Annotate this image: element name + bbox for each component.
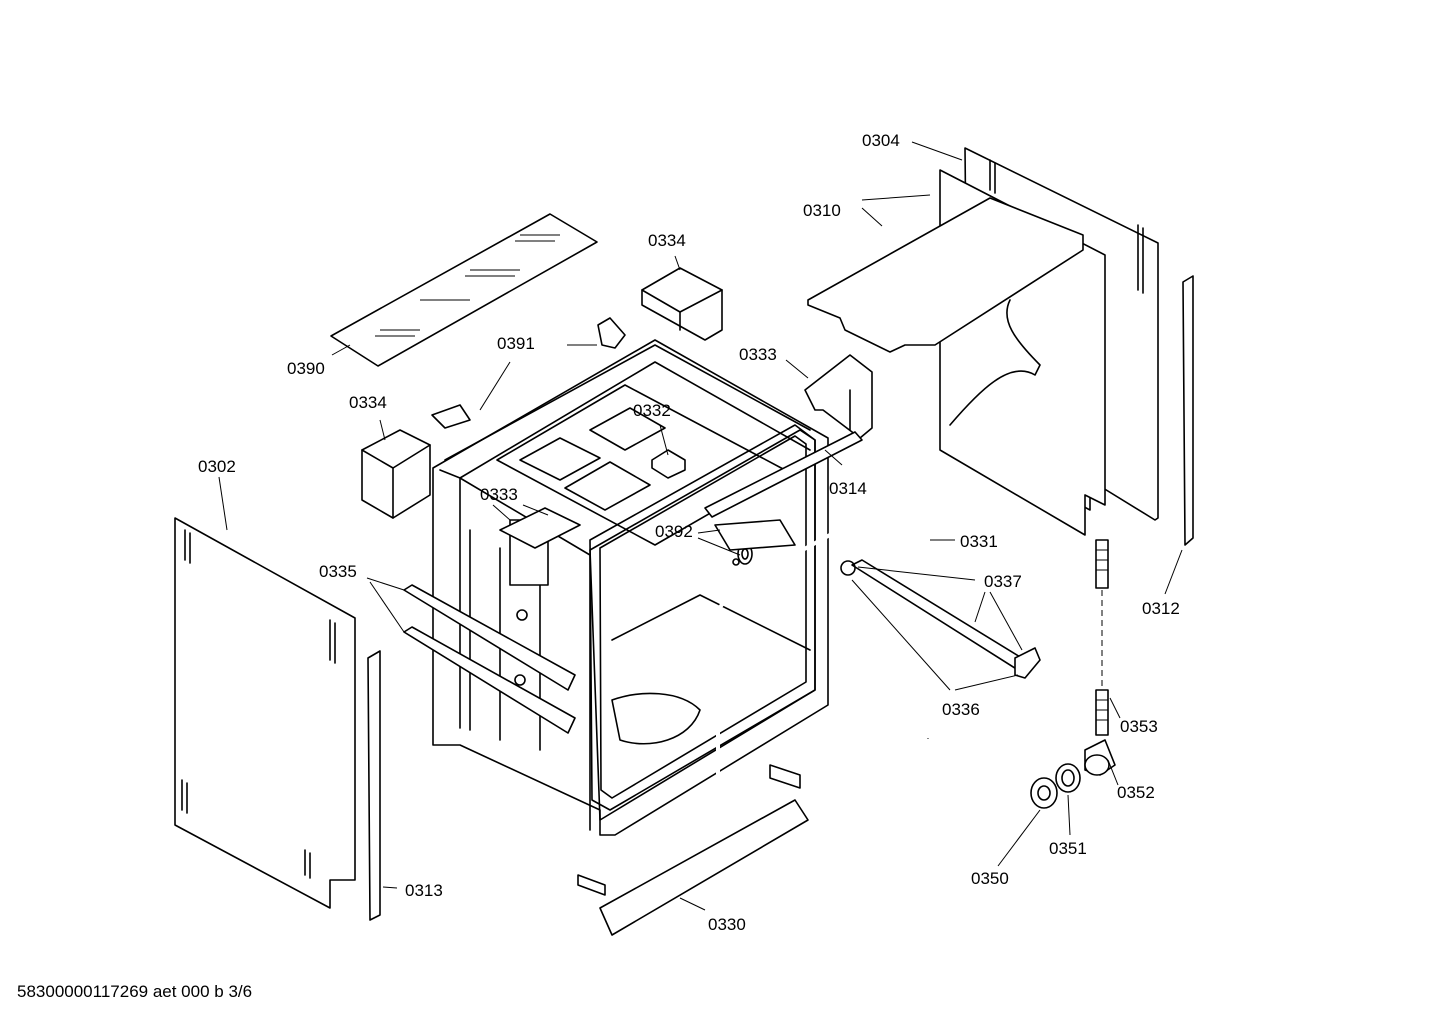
part-0330-kick-plate [577, 764, 809, 936]
part-tub-body [432, 339, 829, 836]
part-0331-hose-loop [716, 489, 931, 849]
label-0333-left: 0333 [480, 485, 518, 504]
part-0353-hose [1095, 539, 1109, 736]
label-0312: 0312 [1142, 599, 1180, 618]
label-0352: 0352 [1117, 783, 1155, 802]
part-0302-side-panel [174, 517, 356, 909]
part-labels: 0304 0310 0334 0333 0390 0391 0334 0332 … [198, 131, 1180, 934]
label-0392: 0392 [655, 522, 693, 541]
label-0351: 0351 [1049, 839, 1087, 858]
label-0334-top: 0334 [648, 231, 686, 250]
part-0390-top-plate [330, 213, 598, 367]
part-0332-bracket [651, 449, 686, 479]
label-0304: 0304 [862, 131, 900, 150]
part-0351-nut [1055, 763, 1081, 793]
part-0391-brackets [431, 317, 626, 429]
part-0334-left-bracket [361, 429, 431, 519]
label-0391: 0391 [497, 334, 535, 353]
part-0334-top-bracket [641, 267, 723, 341]
label-0337: 0337 [984, 572, 1022, 591]
label-0333-right: 0333 [739, 345, 777, 364]
part-0313-seal-strip [367, 650, 381, 921]
leader-lines [218, 141, 1183, 911]
label-0332: 0332 [633, 401, 671, 420]
part-0335-rails [403, 584, 576, 734]
label-0335: 0335 [319, 562, 357, 581]
label-0331: 0331 [960, 532, 998, 551]
label-0336: 0336 [942, 700, 980, 719]
label-0302: 0302 [198, 457, 236, 476]
part-0314-bar [704, 431, 863, 518]
label-0310: 0310 [803, 201, 841, 220]
part-0350-cap [1030, 777, 1058, 809]
part-0337-rod [840, 559, 1041, 679]
label-0350: 0350 [971, 869, 1009, 888]
part-0352-valve [1084, 739, 1116, 776]
label-0313: 0313 [405, 881, 443, 900]
part-0333-right-duct [804, 354, 873, 439]
part-0312-seal-strip [1182, 275, 1194, 546]
label-0330: 0330 [708, 915, 746, 934]
document-footer-id: 58300000117269 aet 000 b 3/6 [17, 982, 252, 1001]
label-0334-left: 0334 [349, 393, 387, 412]
label-0390: 0390 [287, 359, 325, 378]
label-0353: 0353 [1120, 717, 1158, 736]
part-0310-lid [807, 197, 1084, 353]
part-0314-front-frame [589, 424, 816, 811]
label-0314: 0314 [829, 479, 867, 498]
part-0392-fasteners [714, 519, 796, 566]
